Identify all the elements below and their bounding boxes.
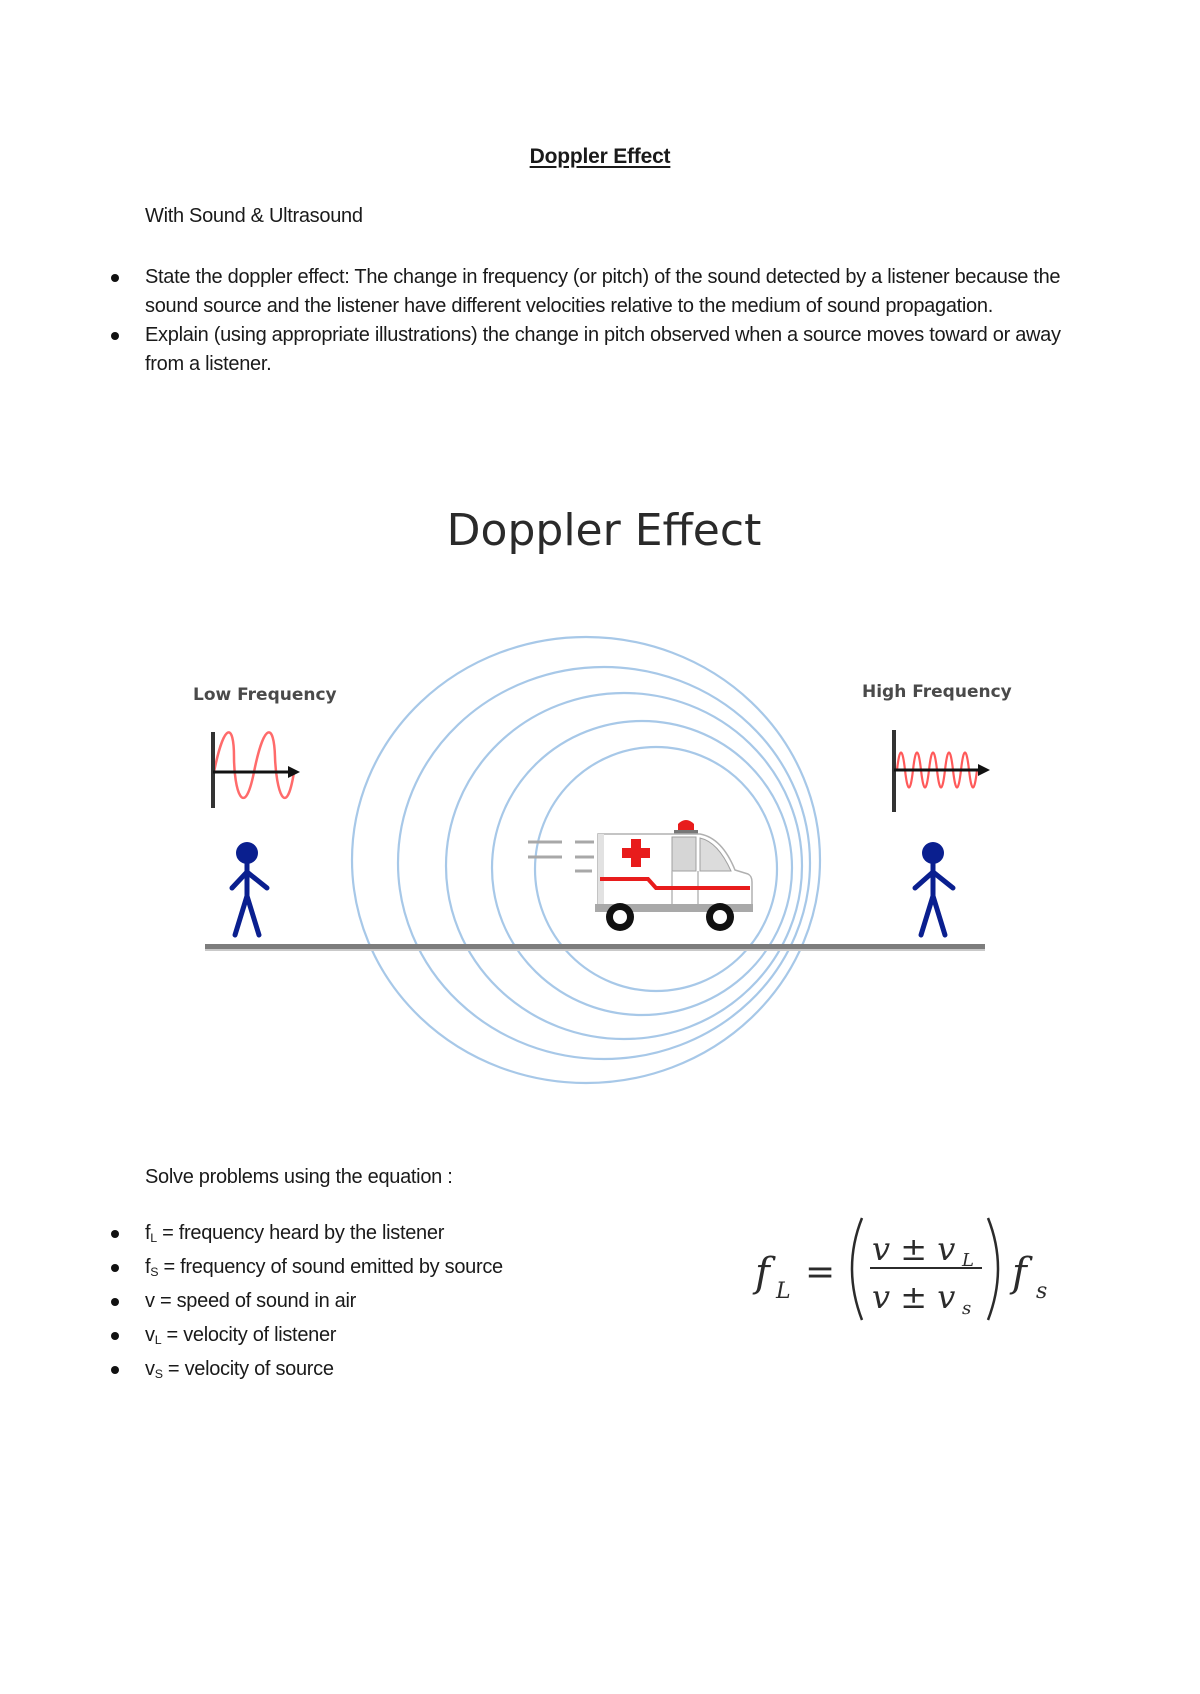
wave-ring-2 bbox=[396, 665, 812, 1061]
variable-description: = velocity of listener bbox=[161, 1324, 337, 1347]
figure-title: Doppler Effect bbox=[447, 505, 762, 556]
bullet-icon bbox=[111, 1332, 119, 1341]
document-subtitle: With Sound & Ultrasound bbox=[145, 205, 363, 227]
variable-symbol: v bbox=[145, 1324, 155, 1347]
variable-symbol: f bbox=[145, 1256, 151, 1279]
bullet-icon bbox=[111, 1264, 119, 1273]
wave-ring-3 bbox=[444, 691, 804, 1041]
formula-numerator: v ± v bbox=[872, 1230, 955, 1268]
variable-description: = frequency heard by the listener bbox=[156, 1222, 445, 1244]
objective-item: Explain (using appropriate illustrations… bbox=[108, 321, 1068, 379]
objectives-list: State the doppler effect: The change in … bbox=[108, 263, 1068, 379]
wave-ring-5 bbox=[533, 745, 779, 993]
objective-text: Explain (using appropriate illustrations… bbox=[145, 324, 1061, 375]
variable-subscript: L bbox=[154, 1333, 162, 1348]
objective-item: State the doppler effect: The change in … bbox=[108, 263, 1068, 321]
bullet-icon bbox=[111, 1230, 119, 1238]
listener-left-icon bbox=[229, 842, 270, 938]
variable-symbol: f bbox=[145, 1222, 151, 1244]
variable-description: = frequency of sound emitted by source bbox=[158, 1256, 503, 1279]
document-title: Doppler Effect bbox=[529, 145, 671, 168]
right-paren bbox=[986, 1217, 1000, 1321]
variable-description: = velocity of source bbox=[162, 1358, 334, 1381]
formula-rhs-sub: s bbox=[1036, 1279, 1047, 1304]
bullet-icon bbox=[111, 1298, 119, 1307]
variable-subscript: S bbox=[150, 1265, 159, 1280]
formula-equals: = bbox=[805, 1252, 835, 1293]
doppler-effect-illustration: Doppler Effect Low Frequency High Freque… bbox=[193, 505, 1012, 1085]
variable-item: fL = frequency heard by the listener bbox=[108, 1219, 668, 1253]
low-frequency-label: Low Frequency bbox=[193, 685, 337, 705]
formula-numerator-sub: L bbox=[961, 1250, 974, 1271]
formula-denominator-sub: s bbox=[962, 1298, 971, 1319]
solve-problems-text: Solve problems using the equation : bbox=[145, 1166, 453, 1188]
variable-subscript: L bbox=[150, 1231, 157, 1246]
high-frequency-label: High Frequency bbox=[862, 682, 1012, 702]
ground-line bbox=[205, 944, 985, 949]
variable-item: vL = velocity of listener bbox=[108, 1321, 668, 1355]
speed-lines-icon bbox=[528, 840, 594, 873]
ambulance-icon bbox=[528, 820, 753, 931]
variable-subscript: S bbox=[154, 1367, 163, 1382]
bullet-icon bbox=[111, 274, 119, 282]
objective-text: State the doppler effect: The change in … bbox=[145, 266, 1061, 317]
variable-symbol: v bbox=[145, 1290, 155, 1313]
variable-item: fS = frequency of sound emitted by sourc… bbox=[108, 1253, 668, 1287]
doppler-formula: f L = v ± v L v ± v s f s bbox=[752, 1217, 1047, 1321]
wave-ring-4 bbox=[490, 719, 794, 1017]
variable-item: v = speed of sound in air bbox=[108, 1287, 668, 1321]
formula-lhs-sub: L bbox=[775, 1279, 791, 1304]
high-frequency-wave-icon bbox=[892, 730, 990, 812]
formula-denominator: v ± v bbox=[872, 1278, 955, 1316]
sound-wave-rings bbox=[350, 635, 822, 1085]
bullet-icon bbox=[111, 1366, 119, 1375]
variable-symbol: v bbox=[145, 1358, 155, 1381]
listener-right-icon bbox=[912, 842, 956, 938]
bullet-icon bbox=[111, 332, 119, 340]
low-frequency-wave-icon bbox=[211, 731, 300, 808]
left-paren bbox=[850, 1217, 864, 1321]
wave-ring-1 bbox=[350, 635, 822, 1085]
variables-list: fL = frequency heard by the listener fS … bbox=[108, 1219, 668, 1389]
formula-rhs: f bbox=[1009, 1250, 1033, 1296]
variable-description: = speed of sound in air bbox=[154, 1290, 356, 1313]
formula-lhs: f bbox=[752, 1250, 776, 1296]
ground-shadow bbox=[205, 949, 985, 951]
variable-item: vS = velocity of source bbox=[108, 1355, 668, 1389]
